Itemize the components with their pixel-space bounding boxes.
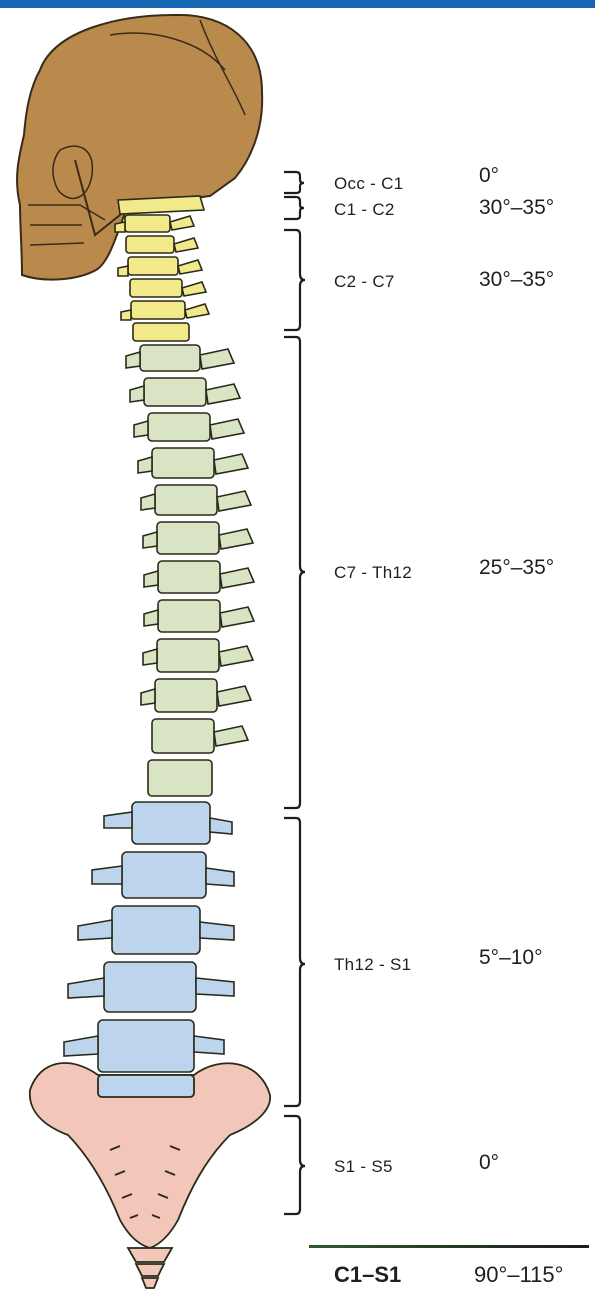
segment-label-c7-th12: C7 - Th12 [334,563,412,583]
segment-label-c2-c7: C2 - C7 [334,272,395,292]
segment-label-s1-s5: S1 - S5 [334,1157,393,1177]
segment-range-c1-c2: 30°–35° [479,196,554,220]
cervical-vertebrae [115,196,209,341]
segment-range-c7-th12: 25°–35° [479,556,554,580]
segment-range-c2-c7: 30°–35° [479,268,554,292]
lumbar-vertebrae [64,802,234,1072]
total-label: C1–S1 [334,1262,401,1288]
thoracic-vertebrae [126,345,254,796]
segment-range-s1-s5: 0° [479,1151,499,1175]
total-divider [309,1245,589,1248]
segment-range-occ-c1: 0° [479,164,499,188]
sacrum-pelvis [30,1063,270,1288]
total-range: 90°–115° [474,1262,563,1288]
segment-label-c1-c2: C1 - C2 [334,200,395,220]
segment-label-th12-s1: Th12 - S1 [334,955,411,975]
segment-label-occ-c1: Occ - C1 [334,174,403,194]
segment-range-th12-s1: 5°–10° [479,946,543,970]
segment-braces [284,172,305,1214]
